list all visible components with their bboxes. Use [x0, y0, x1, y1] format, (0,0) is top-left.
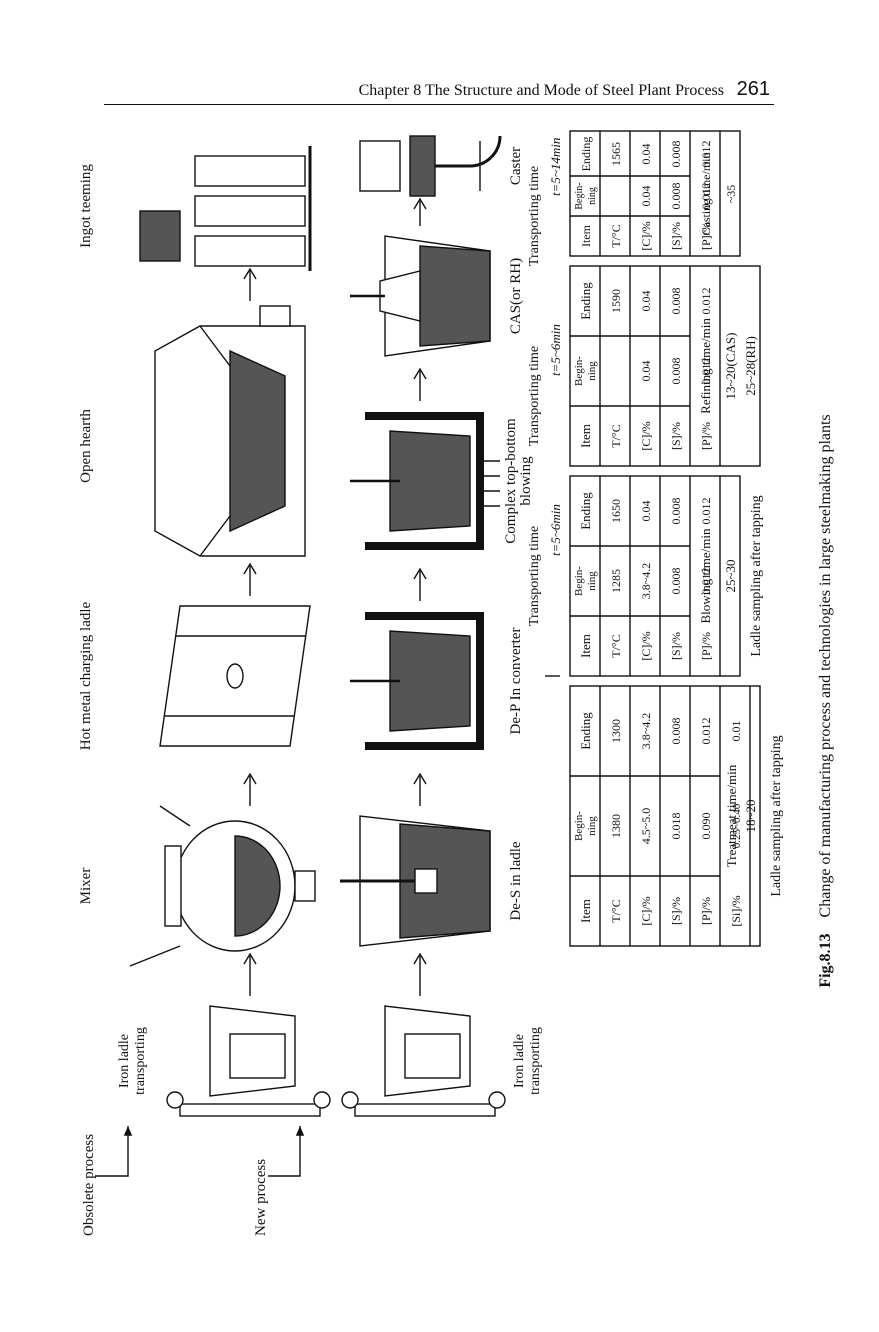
- transport-1-value: t=5~6min: [548, 504, 563, 556]
- running-head: Chapter 8 The Structure and Mode of Stee…: [358, 82, 724, 99]
- complex-label-1: Complex top-bottom: [503, 418, 519, 544]
- figure-caption: Fig.8.13 Change of manufacturing process…: [817, 414, 834, 987]
- depb-r4-end: 0.01: [729, 721, 743, 742]
- depb-r1-begin: 4.5~5.0: [639, 808, 653, 845]
- depb-h-begin1: Begin-: [573, 811, 585, 841]
- depb-r3-item: [P]/%: [699, 897, 713, 925]
- depb-h-end: Ending: [578, 712, 593, 750]
- page-number: 261: [736, 78, 770, 100]
- caster-label: Caster: [508, 147, 524, 185]
- new-entry-arrow: [268, 1126, 305, 1177]
- caption-label: Fig.8.13: [817, 933, 834, 987]
- obsolete-process-label: Obsolete process: [81, 1134, 97, 1236]
- depb-r0-begin: 1380: [609, 814, 623, 838]
- de-p-label: De-P In converter: [508, 628, 524, 735]
- caster-drawing: [359, 135, 502, 197]
- table-de-p: Item Begin- ning Ending T/°C 1380 1300 […: [569, 685, 761, 947]
- de-s-label: De-S in ladle: [508, 841, 524, 920]
- table-blowing: [569, 475, 741, 677]
- depb-r2-item: [S]/%: [669, 897, 683, 925]
- new-process-label: New process: [253, 1159, 269, 1236]
- complex-label-2: blowing: [518, 456, 534, 506]
- transport-3-label: Transporting time: [527, 166, 542, 266]
- cas-label: CAS(or RH): [508, 258, 524, 334]
- process-figure: Obsolete process New process Iron ladle …: [78, 130, 834, 1236]
- ingot-teeming-label: Ingot teeming: [78, 164, 94, 248]
- depb-r3-begin: 0.090: [699, 813, 713, 840]
- obs-iron-ladle-label-2: transporting: [133, 1027, 148, 1095]
- obs-iron-ladle-label-1: Iron ladle: [117, 1034, 132, 1088]
- depb-r2-end: 0.008: [669, 718, 683, 745]
- depb-h-item: Item: [578, 899, 593, 923]
- table-caster: [569, 130, 741, 257]
- mixer-label: Mixer: [78, 868, 94, 905]
- depb-r4-item: [Si]/%: [729, 895, 743, 926]
- transport-3-value: t=5~14min: [548, 138, 563, 196]
- transport-2-label: Transporting time: [527, 346, 542, 446]
- new-iron-ladle-label-2: transporting: [528, 1027, 543, 1095]
- depb-r1-end: 3.8~4.2: [639, 713, 653, 750]
- hot-metal-ladle-label: Hot metal charging ladle: [78, 601, 94, 750]
- table-cas: [569, 265, 761, 467]
- depb-r2-begin: 0.018: [669, 813, 683, 840]
- depb-r4-begin: 0.25~0.40: [731, 803, 743, 848]
- cas-drawing: [350, 235, 491, 357]
- page-header: Chapter 8 The Structure and Mode of Stee…: [104, 76, 774, 105]
- figure-area: Obsolete process New process Iron ladle …: [60, 126, 860, 1276]
- complex-blowing-drawing: [350, 412, 500, 550]
- transport-2-value: t=5~6min: [548, 324, 563, 376]
- depb-r0-end: 1300: [609, 719, 623, 743]
- de-p-converter-drawing: [350, 612, 484, 750]
- transport-1-label: Transporting time: [527, 526, 542, 626]
- hot-metal-ladle-drawing: [159, 605, 311, 747]
- ingot-teeming-drawing: [139, 146, 312, 271]
- caption-text: Change of manufacturing process and tech…: [817, 414, 834, 917]
- obsolete-entry-arrow: [95, 1126, 133, 1177]
- depb-r0-item: T/°C: [609, 899, 623, 922]
- depb-r3-end: 0.012: [699, 718, 713, 745]
- mixer-drawing: [129, 805, 316, 967]
- new-iron-ladle-label-1: Iron ladle: [512, 1034, 527, 1088]
- depb-r1-item: [C]/%: [639, 896, 653, 925]
- depb-h-begin2: ning: [586, 816, 598, 836]
- open-hearth-drawing: [154, 305, 306, 557]
- obs-iron-ladle-drawing: [166, 1005, 331, 1117]
- new-iron-ladle-drawing: [341, 1005, 506, 1117]
- open-hearth-label: Open hearth: [78, 409, 94, 483]
- de-s-ladle-drawing: [340, 815, 491, 947]
